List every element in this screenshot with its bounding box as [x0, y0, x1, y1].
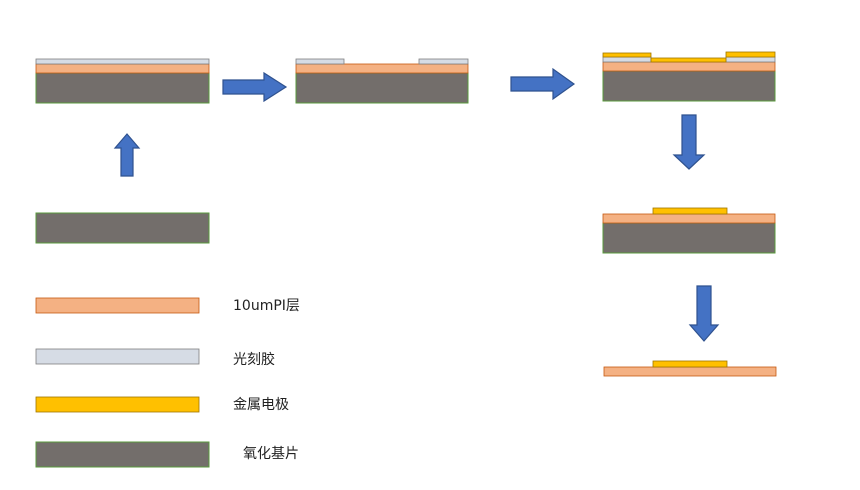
substrate-layer: [35, 212, 210, 244]
stage-after-liftoff: [602, 207, 776, 254]
electrode: [652, 360, 728, 368]
legend-swatch-photoresist: [35, 348, 200, 365]
pi-layer: [295, 63, 469, 74]
stage-metal-deposition: [602, 51, 776, 102]
arrow-right-2: [510, 67, 576, 101]
photoresist-left: [295, 58, 345, 65]
electrode: [652, 207, 728, 215]
arrow-down-2: [688, 285, 720, 342]
stage-released-device: [603, 360, 777, 377]
legend-label-electrode: 金属电极: [233, 397, 289, 413]
legend-label-substrate: 氧化基片: [243, 446, 299, 462]
photoresist-right: [725, 56, 776, 63]
arrow-down-1: [672, 114, 706, 170]
legend-swatch-pi: [35, 297, 200, 314]
arrow-up: [113, 133, 141, 177]
stage-bare-substrate: [35, 212, 210, 244]
legend-label-photoresist: 光刻胶: [233, 352, 275, 368]
stage-pi-and-photoresist: [35, 58, 210, 104]
metal-on-resist-left: [602, 52, 652, 58]
stage-patterned-photoresist: [295, 58, 469, 104]
pi-layer: [603, 366, 777, 377]
legend-label-pi: 10umPI层: [233, 298, 300, 314]
substrate-layer: [602, 222, 776, 254]
metal-on-resist-right: [725, 51, 776, 58]
legend-swatch-electrode: [35, 396, 200, 413]
legend-swatch-substrate: [35, 441, 210, 468]
photoresist-right: [418, 58, 469, 65]
pi-layer: [602, 61, 776, 72]
pi-layer: [602, 213, 776, 224]
photoresist-layer: [35, 58, 210, 65]
metal-center: [650, 57, 727, 63]
arrow-right-1: [222, 71, 288, 103]
pi-layer: [35, 63, 210, 74]
substrate-layer: [295, 72, 469, 104]
substrate-layer: [602, 70, 776, 102]
photoresist-left: [602, 56, 652, 63]
legend: [35, 297, 210, 468]
substrate-layer: [35, 72, 210, 104]
